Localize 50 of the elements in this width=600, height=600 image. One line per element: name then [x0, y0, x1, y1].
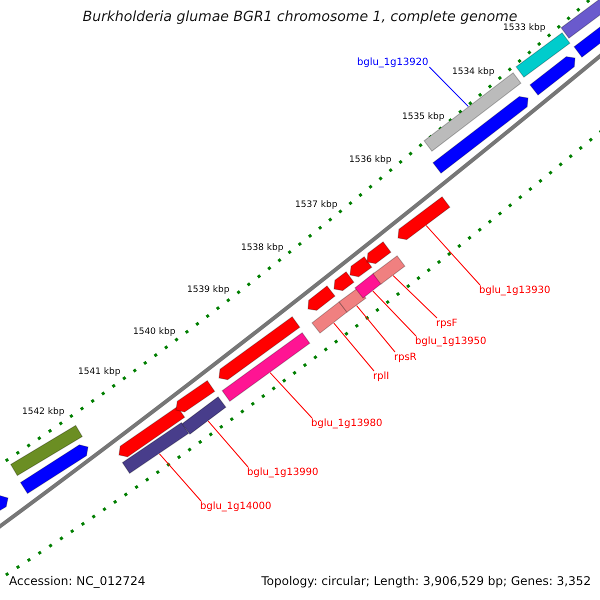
- title: Burkholderia glumae BGR1 chromosome 1, complete genome: [82, 10, 518, 24]
- gene-block: [218, 316, 300, 380]
- tick-label: 1540 kbp: [133, 328, 176, 337]
- tick-label: 1542 kbp: [22, 408, 64, 417]
- gene-block: [20, 444, 89, 494]
- gene-block: [372, 255, 406, 285]
- tick-label: 1533 kbp: [503, 24, 546, 33]
- leader-line: [428, 66, 469, 107]
- gene-label: bglu_1g13930: [479, 286, 550, 296]
- genome-info-text: Topology: circular; Length: 3,906,529 bp; Genes: 3,352: [261, 575, 591, 587]
- tick-label: 1536 kbp: [349, 156, 392, 165]
- leader-line: [392, 275, 438, 318]
- gene-block: [122, 422, 190, 474]
- gene-block: [307, 285, 336, 311]
- gene-label: rpsF: [436, 319, 458, 329]
- leader-line: [208, 420, 248, 468]
- gene-block: [397, 196, 451, 240]
- gene-block: [515, 32, 571, 78]
- tick-label: 1541 kbp: [78, 368, 120, 377]
- gene-block: [354, 272, 383, 299]
- gene-block: [529, 56, 576, 96]
- leader-line: [372, 290, 416, 336]
- tick-label: 1534 kbp: [452, 68, 494, 77]
- gene-label: bglu_1g13920: [357, 58, 428, 68]
- gene-block: [311, 301, 348, 334]
- gene-label: bglu_1g13950: [415, 337, 486, 347]
- gene-label: bglu_1g14000: [200, 502, 272, 512]
- leader-line: [356, 305, 396, 352]
- leader-line: [270, 372, 312, 418]
- gene-label: rplI: [373, 372, 390, 382]
- gene-block: [222, 332, 310, 402]
- gene-block: [366, 241, 392, 264]
- tick-label: 1538 kbp: [241, 244, 284, 253]
- leader-line: [333, 322, 374, 372]
- tick-label: 1535 kbp: [402, 113, 444, 122]
- gene-block: [333, 271, 355, 292]
- gene-block: [181, 396, 227, 435]
- tick-label: 1539 kbp: [187, 286, 230, 295]
- accession-text: Accession: NC_012724: [9, 575, 146, 587]
- gene-label: bglu_1g13980: [311, 419, 382, 429]
- gene-block: [560, 0, 600, 39]
- gene-block: [10, 424, 83, 476]
- leader-line: [158, 453, 202, 502]
- gene-block: [118, 406, 186, 458]
- gene-label: bglu_1g13990: [247, 468, 318, 478]
- gene-block: [349, 256, 372, 278]
- leader-line: [426, 225, 480, 286]
- gene-label: rpsR: [394, 353, 417, 363]
- gene-block: [175, 380, 216, 413]
- tick-label: 1537 kbp: [295, 201, 338, 210]
